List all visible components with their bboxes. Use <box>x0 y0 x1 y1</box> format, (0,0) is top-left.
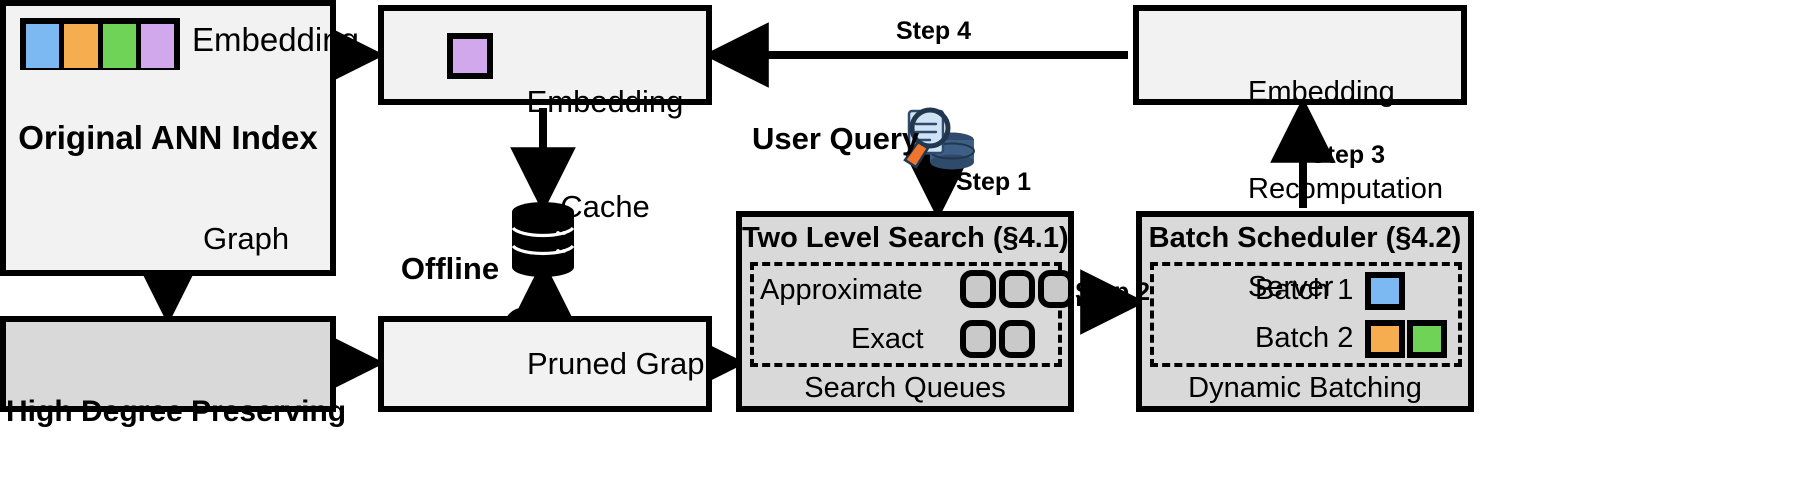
embedding-cell-green <box>102 24 141 68</box>
recomputation-server-line1: Embedding <box>1248 75 1395 108</box>
embedding-cache-swatch <box>447 33 493 79</box>
batch-1-chip-blue <box>1365 272 1405 310</box>
search-row-approximate-label: Approximate <box>760 274 923 306</box>
batch-scheduler-title: Batch Scheduler (§4.2) <box>1148 222 1462 254</box>
offline-storage-line1: Offline <box>400 251 500 287</box>
step-3-label: Step 3 <box>1310 141 1386 169</box>
pruned-graph-box <box>378 316 712 412</box>
two-level-search-box <box>736 211 1074 412</box>
search-queues-footer: Search Queues <box>804 372 1006 404</box>
search-queues-dashed-region <box>750 262 1062 367</box>
graph-pruning-box <box>0 316 336 412</box>
dynamic-batching-footer: Dynamic Batching <box>1188 372 1422 404</box>
approximate-slot-3 <box>1038 270 1074 308</box>
embedding-cache-box <box>378 5 712 105</box>
embedding-cell-purple <box>140 24 174 68</box>
step-4-label: Step 4 <box>896 17 972 45</box>
graph-label: Graph <box>203 221 290 256</box>
recomputation-server-line2: Recomputation <box>1248 173 1444 206</box>
user-query-label: User Query <box>752 121 920 156</box>
recomputation-server-title: Embedding Recomputation Server <box>1248 11 1468 368</box>
batch-2-label: Batch 2 <box>1255 322 1354 354</box>
recomputation-server-line3: Server <box>1248 270 1334 303</box>
pruned-graph-title: Pruned Graph <box>527 346 722 381</box>
embedding-label: Embedding <box>192 21 359 58</box>
search-row-exact-label: Exact <box>851 323 924 355</box>
exact-slot-2 <box>999 320 1035 358</box>
query-db-stack <box>929 132 975 170</box>
approximate-slot-1 <box>960 270 996 308</box>
exact-slot-1 <box>960 320 996 358</box>
embedding-cache-title-line2: Cache <box>560 188 650 224</box>
batch-2-chip-green <box>1407 320 1447 358</box>
step-1-label: Step 1 <box>956 168 1032 196</box>
embedding-recomputation-server-box <box>1133 5 1467 105</box>
original-ann-index-title: Original ANN Index <box>18 119 318 156</box>
two-level-search-title: Two Level Search (§4.1) <box>742 222 1069 254</box>
graph-pruning-line1: High Degree Preserving <box>6 395 347 429</box>
batch-scheduler-box <box>1136 211 1474 412</box>
graph-pruning-title: High Degree Preserving Graph Pruning (§5… <box>6 328 347 481</box>
dynamic-batching-dashed-region <box>1150 262 1462 367</box>
batch-1-label: Batch 1 <box>1255 274 1354 306</box>
embedding-cell-orange <box>64 24 103 68</box>
step-2-label: Step 2 <box>1075 278 1151 306</box>
embedding-cache-title: Embedding Cache <box>505 16 705 294</box>
batch-2-chip-orange <box>1365 320 1405 358</box>
embedding-color-strip <box>20 18 180 70</box>
embedding-cell-blue <box>26 24 65 68</box>
embedding-cache-title-line1: Embedding <box>526 84 684 120</box>
approximate-slot-2 <box>999 270 1035 308</box>
